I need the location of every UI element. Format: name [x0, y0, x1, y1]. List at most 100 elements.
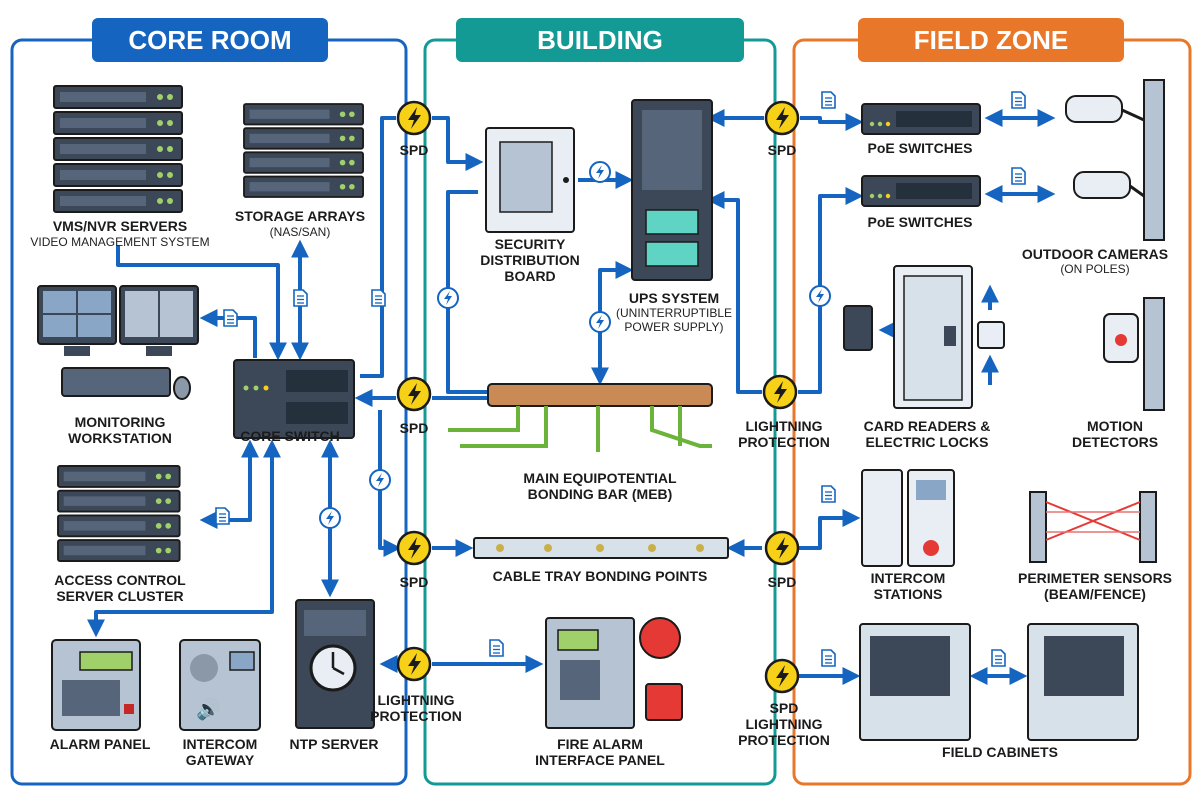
core-switch-label: CORE SWITCH	[240, 428, 340, 444]
camera-pole	[1065, 79, 1165, 241]
spd-bolt-icon	[764, 658, 800, 694]
zone-title-core: CORE ROOM	[92, 18, 328, 62]
ups-label: UPS SYSTEM	[628, 290, 720, 306]
poe-switches-label-1: PoE SWITCHES	[867, 140, 973, 156]
ups-system	[631, 99, 713, 281]
data-icon	[821, 485, 836, 503]
card-readers-label-1: CARD READERS &	[863, 418, 991, 434]
intercom-stations	[861, 469, 955, 567]
intercom-gateway-label-2: GATEWAY	[185, 752, 255, 768]
perimeter-label-2: (BEAM/FENCE)	[1044, 586, 1146, 602]
vms-sublabel: VIDEO MANAGEMENT SYSTEM	[30, 235, 210, 249]
poe-switches-label-2: PoE SWITCHES	[867, 214, 973, 230]
sdb-label-2: DISTRIBUTION	[480, 252, 580, 268]
access-control-label: ACCESS CONTROL	[54, 572, 186, 588]
intercom-stations-label-1: INTERCOM	[870, 570, 946, 586]
spd-label: SPD	[399, 574, 429, 590]
poe-switch-2	[861, 175, 981, 207]
power-icon	[437, 287, 459, 309]
ntp-server-label: NTP SERVER	[289, 736, 379, 752]
spd-label: SPD	[767, 574, 797, 590]
data-icon	[293, 289, 308, 307]
data-icon	[215, 507, 230, 525]
storage-sublabel: (NAS/SAN)	[269, 225, 331, 239]
workstation	[37, 285, 199, 400]
data-icon	[371, 289, 386, 307]
zone-title-field: FIELD ZONE	[858, 18, 1124, 62]
lightning-bolt-icon	[762, 374, 798, 410]
vms-label: VMS/NVR SERVERS	[52, 218, 188, 234]
field-cabinets	[859, 623, 1139, 741]
spd-lightning-label-3: PROTECTION	[738, 732, 830, 748]
storage-label: STORAGE ARRAYS	[234, 208, 366, 224]
perimeter-sensors	[1029, 491, 1157, 563]
spd-bolt-icon	[396, 376, 432, 412]
zone-title-building: BUILDING INTERFACES	[456, 18, 744, 99]
security-distribution-board	[485, 127, 575, 233]
lightning-protection-label: LIGHTNING	[745, 418, 823, 434]
spd-label: SPD	[399, 142, 429, 158]
workstation-label-2: WORKSTATION	[68, 430, 172, 446]
power-icon	[809, 285, 831, 307]
spd-bolt-icon	[396, 530, 432, 566]
data-icon	[1011, 91, 1026, 109]
meb-label-1: MAIN EQUIPOTENTIAL	[523, 470, 677, 486]
power-icon	[589, 161, 611, 183]
meb-label-2: BONDING BAR (MEB)	[527, 486, 673, 502]
card-readers-label-2: ELECTRIC LOCKS	[865, 434, 989, 450]
fire-alarm-label-1: FIRE ALARM	[557, 736, 643, 752]
spd-lightning-label-1: SPD	[769, 700, 799, 716]
power-icon	[369, 469, 391, 491]
data-icon	[821, 91, 836, 109]
intercom-stations-label-2: STATIONS	[873, 586, 943, 602]
lightning-protection-label: LIGHTNING	[377, 692, 455, 708]
vms-server-rack	[53, 85, 183, 213]
spd-label: SPD	[399, 420, 429, 436]
motion-label-1: MOTION	[1087, 418, 1143, 434]
cameras-label: OUTDOOR CAMERAS	[1021, 246, 1169, 262]
sdb-label-3: BOARD	[504, 268, 556, 284]
card-reader-door	[843, 265, 1005, 409]
lightning-protection-label-2: PROTECTION	[370, 708, 462, 724]
spd-bolt-icon	[396, 100, 432, 136]
cable-tray	[473, 537, 729, 559]
data-icon	[223, 309, 238, 327]
data-icon	[1011, 167, 1026, 185]
intercom-gateway-label: INTERCOM	[182, 736, 258, 752]
ups-sublabel-1: (UNINTERRUPTIBLE	[615, 306, 732, 320]
field-cabinets-label: FIELD CABINETS	[942, 744, 1058, 760]
access-control-servers	[57, 465, 181, 562]
cameras-sublabel: (ON POLES)	[1060, 262, 1130, 276]
power-icon	[319, 507, 341, 529]
perimeter-label-1: PERIMETER SENSORS	[1017, 570, 1173, 586]
fire-alarm-label-2: INTERFACE PANEL	[535, 752, 665, 768]
svg-text:🔊: 🔊	[196, 697, 221, 721]
sdb-label-1: SECURITY	[494, 236, 566, 252]
workstation-label: MONITORING	[74, 414, 166, 430]
lightning-bolt-icon	[396, 646, 432, 682]
spd-label: SPD	[767, 142, 797, 158]
fire-alarm-panel	[545, 617, 683, 729]
alarm-panel-label: ALARM PANEL	[49, 736, 151, 752]
spd-bolt-icon	[764, 530, 800, 566]
alarm-panel	[51, 639, 141, 731]
ntp-server	[295, 599, 375, 729]
data-icon	[489, 639, 504, 657]
data-icon	[821, 649, 836, 667]
cable-tray-label: CABLE TRAY BONDING POINTS	[492, 568, 708, 584]
storage-arrays	[243, 103, 364, 198]
core-switch	[233, 359, 355, 439]
lightning-protection-label-2: PROTECTION	[738, 434, 830, 450]
connection-lines	[87, 109, 1056, 685]
ups-sublabel-2: POWER SUPPLY)	[624, 320, 724, 334]
spd-lightning-label-2: LIGHTNING	[745, 716, 823, 732]
intercom-gateway: 🔊	[179, 639, 261, 731]
poe-switch-1	[861, 103, 981, 135]
meb-bar	[448, 383, 713, 452]
motion-label-2: DETECTORS	[1071, 434, 1159, 450]
motion-detector	[1103, 297, 1165, 411]
data-icon	[991, 649, 1006, 667]
access-control-label-2: SERVER CLUSTER	[56, 588, 184, 604]
